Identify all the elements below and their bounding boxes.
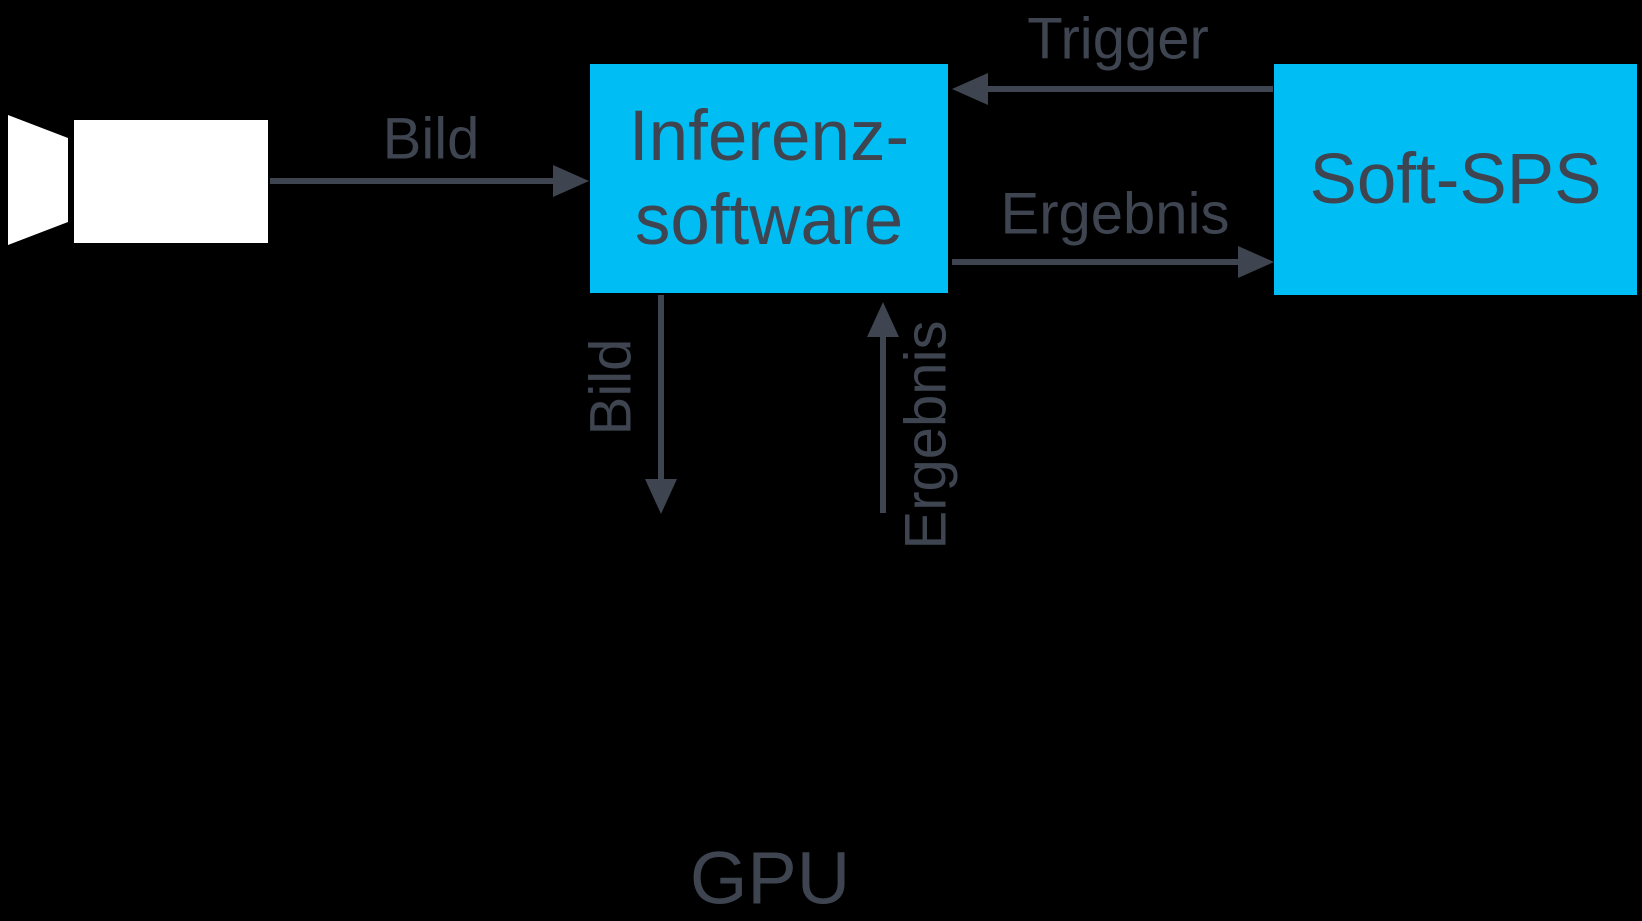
ergebnis-arrow-right	[952, 246, 1274, 278]
bild-arrow-down	[645, 295, 677, 514]
soft-sps-label: Soft-SPS	[1309, 139, 1602, 219]
bild-edge-label: Bild	[382, 106, 480, 172]
camera-lens-shape	[8, 115, 68, 245]
ergebnis-arrow-up	[867, 302, 899, 513]
bild-down-arrowhead	[645, 479, 677, 514]
trigger-arrow-left	[952, 73, 1273, 105]
gpu-region-label: GPU	[689, 836, 851, 920]
ergebnis-up-edge-label: Ergebnis	[893, 320, 959, 550]
bild-arrowhead	[553, 165, 589, 197]
camera-body-shape	[74, 120, 268, 243]
inference-label-line2: software	[634, 180, 904, 260]
camera-icon	[8, 115, 268, 245]
bild-down-edge-label: Bild	[578, 338, 644, 436]
inference-software-label: Inferenz- software	[629, 95, 909, 263]
soft-sps-node: Soft-SPS	[1274, 64, 1637, 295]
trigger-arrowhead	[952, 73, 988, 105]
bild-arrow-right	[270, 165, 589, 197]
inference-software-node: Inferenz- software	[590, 64, 948, 293]
ergebnis-edge-label: Ergebnis	[1000, 181, 1230, 247]
trigger-edge-label: Trigger	[1027, 6, 1209, 72]
ergebnis-arrowhead	[1238, 246, 1274, 278]
inference-label-line1: Inferenz-	[628, 96, 910, 176]
ergebnis-up-arrowhead	[867, 302, 899, 337]
